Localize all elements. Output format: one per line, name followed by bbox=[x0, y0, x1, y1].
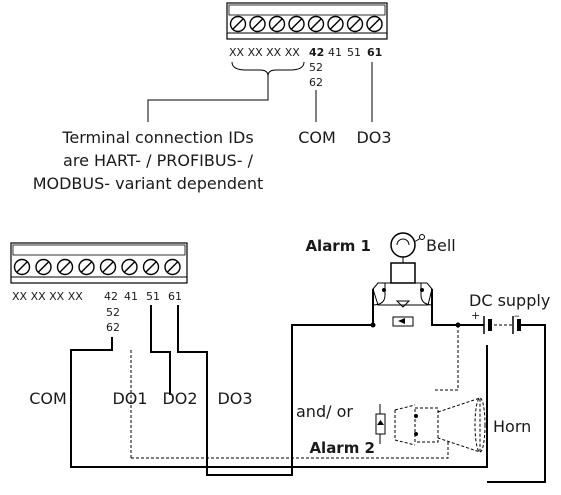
top-terminal-62-label: 62 bbox=[309, 76, 323, 89]
bottom-com-label: COM bbox=[29, 389, 67, 408]
screw-slot bbox=[167, 261, 178, 273]
screw-slot bbox=[330, 18, 341, 30]
dc-minus-label: – bbox=[514, 309, 520, 322]
top-terminal-block bbox=[226, 2, 388, 40]
terminal-brace bbox=[231, 61, 305, 77]
callout-text-line3: MODBUS- variant dependent bbox=[33, 174, 264, 193]
screw-slot bbox=[124, 261, 135, 273]
screw-slot bbox=[38, 261, 49, 273]
bell-right-wire bbox=[431, 289, 458, 326]
screw-slot bbox=[349, 18, 361, 30]
do1-label: DO1 bbox=[112, 389, 147, 408]
do2-wire bbox=[150, 305, 171, 395]
top-terminal-61-label: 61 bbox=[367, 46, 382, 59]
callout-line bbox=[147, 76, 269, 122]
screw-slot bbox=[81, 261, 92, 273]
bell-label: Bell bbox=[426, 236, 456, 255]
bottom-terminal-block bbox=[10, 242, 188, 284]
bottom-terminal-52-label: 52 bbox=[106, 306, 120, 319]
bottom-terminal-42-label: 42 bbox=[104, 290, 118, 303]
callout-text-line2: are HART- / PROFIBUS- / bbox=[63, 151, 254, 170]
bottom-terminal-51-label: 51 bbox=[146, 290, 160, 303]
bottom-terminal-61-label: 61 bbox=[168, 290, 182, 303]
alarm2-return-wire bbox=[131, 440, 449, 459]
horn-icon bbox=[375, 325, 486, 453]
com-wire bbox=[70, 337, 488, 468]
screw-slot bbox=[291, 18, 302, 30]
alarm2-label: Alarm 2 bbox=[309, 439, 375, 457]
callout-text-line1: Terminal connection IDs bbox=[61, 128, 253, 147]
bottom-terminal-62-label: 62 bbox=[106, 321, 120, 334]
do3-label: DO3 bbox=[217, 389, 252, 408]
top-terminal-41-label: 41 bbox=[328, 46, 342, 59]
bottom-terminal-xx-label: XX XX XX XX bbox=[12, 290, 83, 303]
horn-label: Horn bbox=[493, 417, 531, 436]
screw-slot bbox=[59, 261, 71, 273]
top-terminal-42-label: 42 bbox=[309, 46, 324, 59]
andor-label: and/ or bbox=[296, 402, 353, 421]
bottom-terminal-41-label: 41 bbox=[124, 290, 138, 303]
alarm1-label: Alarm 1 bbox=[305, 237, 371, 255]
screw-slot bbox=[271, 18, 283, 30]
dc-supply-label: DC supply bbox=[469, 291, 550, 310]
do2-label: DO2 bbox=[162, 389, 197, 408]
screw-slot bbox=[369, 18, 380, 30]
do3-wire bbox=[177, 305, 373, 476]
top-do3-label: DO3 bbox=[356, 128, 391, 147]
top-terminal-52-label: 52 bbox=[309, 61, 323, 74]
bell-icon bbox=[372, 232, 434, 327]
battery-icon bbox=[458, 316, 546, 483]
screw-slot bbox=[310, 18, 322, 30]
screw-slot bbox=[145, 261, 157, 273]
screw-slot bbox=[102, 261, 114, 273]
top-com-label: COM bbox=[298, 128, 336, 147]
top-terminal-51-label: 51 bbox=[347, 46, 361, 59]
screw-slot bbox=[232, 18, 244, 30]
screw-slot bbox=[252, 18, 263, 30]
top-terminal-xx-label: XX XX XX XX bbox=[229, 46, 300, 59]
screw-slot bbox=[16, 261, 28, 273]
dc-plus-label: + bbox=[471, 309, 480, 322]
